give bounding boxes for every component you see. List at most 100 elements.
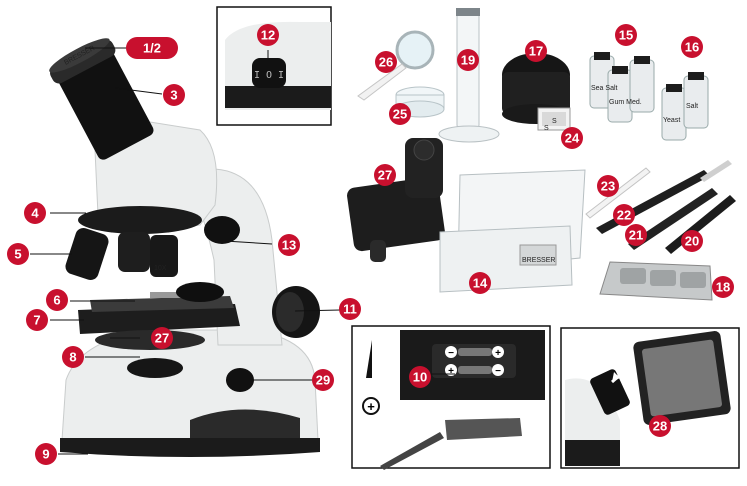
callout-badge <box>62 346 84 368</box>
callout-c25: 25 <box>389 103 411 125</box>
callout-c1: 1/2 <box>126 37 178 59</box>
inset-power-switch: I O I <box>216 6 332 126</box>
callout-number: 27 <box>378 168 392 183</box>
callout-c19: 19 <box>457 49 479 71</box>
objectives[interactable]: 10X <box>63 226 178 282</box>
callout-number: 7 <box>33 313 40 328</box>
callout-c17: 17 <box>525 40 547 62</box>
callout-badge <box>613 204 635 226</box>
callout-c10: 10 <box>409 366 431 388</box>
callout-badge <box>469 272 491 294</box>
inset-phone-mounted <box>560 327 740 469</box>
microscope: BRESSER 10X <box>49 38 320 457</box>
objective-right[interactable] <box>150 235 178 277</box>
minus-glyph-1: − <box>448 348 454 359</box>
callout-c15: 15 <box>615 24 637 46</box>
callout-number: 12 <box>261 28 275 43</box>
callout-number: 5 <box>14 247 21 262</box>
minus-glyph-2: − <box>495 366 501 377</box>
callout-badge <box>525 40 547 62</box>
callout-badge <box>126 37 178 59</box>
callout-badge <box>457 49 479 71</box>
callout-c7: 7 <box>26 309 48 331</box>
focus-knob-face <box>276 292 304 332</box>
callout-c6: 6 <box>46 289 68 311</box>
slide-tray <box>599 261 713 301</box>
bottles-16: Yeast Salt <box>661 72 709 141</box>
callout-badge <box>339 298 361 320</box>
callout-number: 22 <box>617 208 631 223</box>
callout-badge <box>151 327 173 349</box>
callout-c21: 21 <box>625 224 647 246</box>
callout-badge <box>374 164 396 186</box>
callouts: 1/23456789101112131415161718192021222324… <box>7 24 734 465</box>
filter-wheel[interactable] <box>95 330 205 350</box>
callout-c12: 12 <box>257 24 279 46</box>
callout-number: 1/2 <box>143 41 161 56</box>
bottle-label-2: Gum Med. <box>609 99 642 106</box>
callout-number: 18 <box>716 280 730 295</box>
bottle-label-1: Sea Salt <box>591 85 618 92</box>
callout-badge <box>615 24 637 46</box>
bottle-label-3: Yeast <box>663 117 680 124</box>
callout-number: 20 <box>685 234 699 249</box>
battery-cover[interactable] <box>445 418 522 440</box>
callout-c23: 23 <box>597 175 619 197</box>
nosepiece-ring[interactable] <box>78 206 202 234</box>
callout-badge <box>312 369 334 391</box>
callout-number: 9 <box>42 447 49 462</box>
smartphone-holder <box>347 138 445 262</box>
objective-middle[interactable] <box>118 232 150 272</box>
callout-badge <box>625 224 647 246</box>
stage-condenser <box>176 282 224 302</box>
measuring-cylinder <box>438 8 500 143</box>
callout-badge <box>7 243 29 265</box>
dimmer-knob[interactable] <box>226 368 254 392</box>
plus-glyph-2: + <box>448 366 454 377</box>
callout-number: 24 <box>565 131 580 146</box>
sample-box-brand: BRESSER <box>522 257 555 264</box>
callout-number: 11 <box>343 302 357 317</box>
callout-badge <box>46 289 68 311</box>
callout-c26: 26 <box>375 51 397 73</box>
callout-badge <box>375 51 397 73</box>
switch-glyph: I O I <box>254 70 284 81</box>
callout-badge <box>597 175 619 197</box>
callout-badge <box>163 84 185 106</box>
bottle-label-4: Salt <box>686 103 698 110</box>
callout-badge <box>389 103 411 125</box>
objective-left[interactable] <box>63 226 110 282</box>
callout-number: 26 <box>379 55 393 70</box>
prepared-slides: S S <box>537 107 571 132</box>
callout-number: 21 <box>629 228 643 243</box>
callout-c27a: 27 <box>374 164 396 186</box>
callout-c20: 20 <box>681 230 703 252</box>
callout-c14: 14 <box>469 272 491 294</box>
callout-number: 14 <box>473 276 488 291</box>
objective-magnification: 10X <box>154 265 167 272</box>
plus-icon-glyph: + <box>367 399 375 414</box>
slide-on-stage <box>150 292 190 298</box>
callout-number: 27 <box>155 331 169 346</box>
callout-badge <box>35 443 57 465</box>
callout-c18: 18 <box>712 276 734 298</box>
plus-glyph-1: + <box>495 348 501 359</box>
callout-number: 10 <box>413 370 427 385</box>
power-switch[interactable] <box>252 58 286 88</box>
callout-c16: 16 <box>681 36 703 58</box>
callout-number: 3 <box>170 88 177 103</box>
bottles-15: Sea Salt Gum Med. <box>589 52 655 123</box>
leader-lines <box>30 47 455 455</box>
callout-number: 19 <box>461 53 475 68</box>
callout-badge <box>257 24 279 46</box>
callout-number: 23 <box>601 179 615 194</box>
specimen-stage <box>78 304 240 334</box>
callout-c5: 5 <box>7 243 29 265</box>
callout-number: 15 <box>619 28 633 43</box>
callout-badge <box>649 415 671 437</box>
light-knob[interactable] <box>204 216 240 244</box>
callout-c13: 13 <box>278 234 300 256</box>
callout-number: 4 <box>31 206 39 221</box>
sample-box: BRESSER <box>439 169 586 293</box>
